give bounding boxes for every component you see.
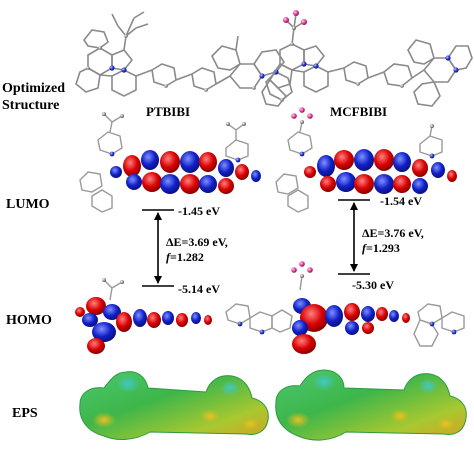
lumo-energy-mcfbibi: -1.54 eV	[380, 194, 422, 208]
structure-mcfbibi-atoms	[283, 10, 459, 88]
eps-mcfbibi	[275, 369, 467, 441]
row-label-homo: HOMO	[6, 313, 52, 328]
oscillator-strength-ptbibi: f=1.282	[166, 250, 228, 265]
row-label-lumo: LUMO	[6, 197, 50, 212]
molecule-name-ptbibi: PTBIBI	[146, 104, 191, 119]
lumo-energy-ptbibi: -1.45 eV	[178, 204, 220, 218]
structure-mcfbibi	[261, 13, 473, 107]
energy-levels-mcfbibi	[338, 199, 370, 275]
lumo-mcfbibi-skeleton	[275, 121, 443, 213]
molecule-name-mcfbibi: MCFBIBI	[330, 104, 388, 119]
gap-energy-ptbibi: ΔE=3.69 eV,	[166, 235, 228, 249]
homo-energy-mcfbibi: -5.30 eV	[352, 278, 394, 292]
energy-levels-ptbibi	[142, 209, 174, 287]
oscillator-strength-mcfbibi: f=1.293	[362, 241, 424, 256]
row-label-optimized-structure: Optimized Structure	[2, 81, 65, 113]
homo-energy-ptbibi: -5.14 eV	[178, 282, 220, 296]
eps-ptbibi	[79, 371, 269, 440]
gap-annotation-mcfbibi: ΔE=3.76 eV, f=1.293	[362, 226, 424, 256]
homo-ptbibi-skeleton	[103, 279, 293, 333]
oscillator-value-ptbibi: =1.282	[170, 250, 204, 264]
oscillator-symbol-mcfbibi: f	[362, 241, 366, 255]
homo-ptbibi-orbital	[75, 297, 212, 354]
row-label-eps: EPS	[12, 406, 38, 421]
oscillator-value-mcfbibi: =1.293	[366, 241, 400, 255]
gap-annotation-ptbibi: ΔE=3.69 eV, f=1.282	[166, 235, 228, 265]
lumo-ptbibi-orbital	[110, 150, 261, 194]
structure-ptbibi	[75, 11, 293, 101]
lumo-mcfbibi-orbital	[304, 149, 457, 194]
homo-mcfbibi-orbital	[292, 298, 410, 354]
lumo-ptbibi-atoms	[102, 112, 246, 163]
oscillator-symbol-ptbibi: f	[166, 250, 170, 264]
gap-energy-mcfbibi: ΔE=3.76 eV,	[362, 226, 424, 240]
lumo-mcfbibi-atoms	[291, 107, 435, 159]
homo-ptbibi-atoms	[102, 278, 265, 335]
homo-mcfbibi-atoms	[291, 261, 457, 335]
